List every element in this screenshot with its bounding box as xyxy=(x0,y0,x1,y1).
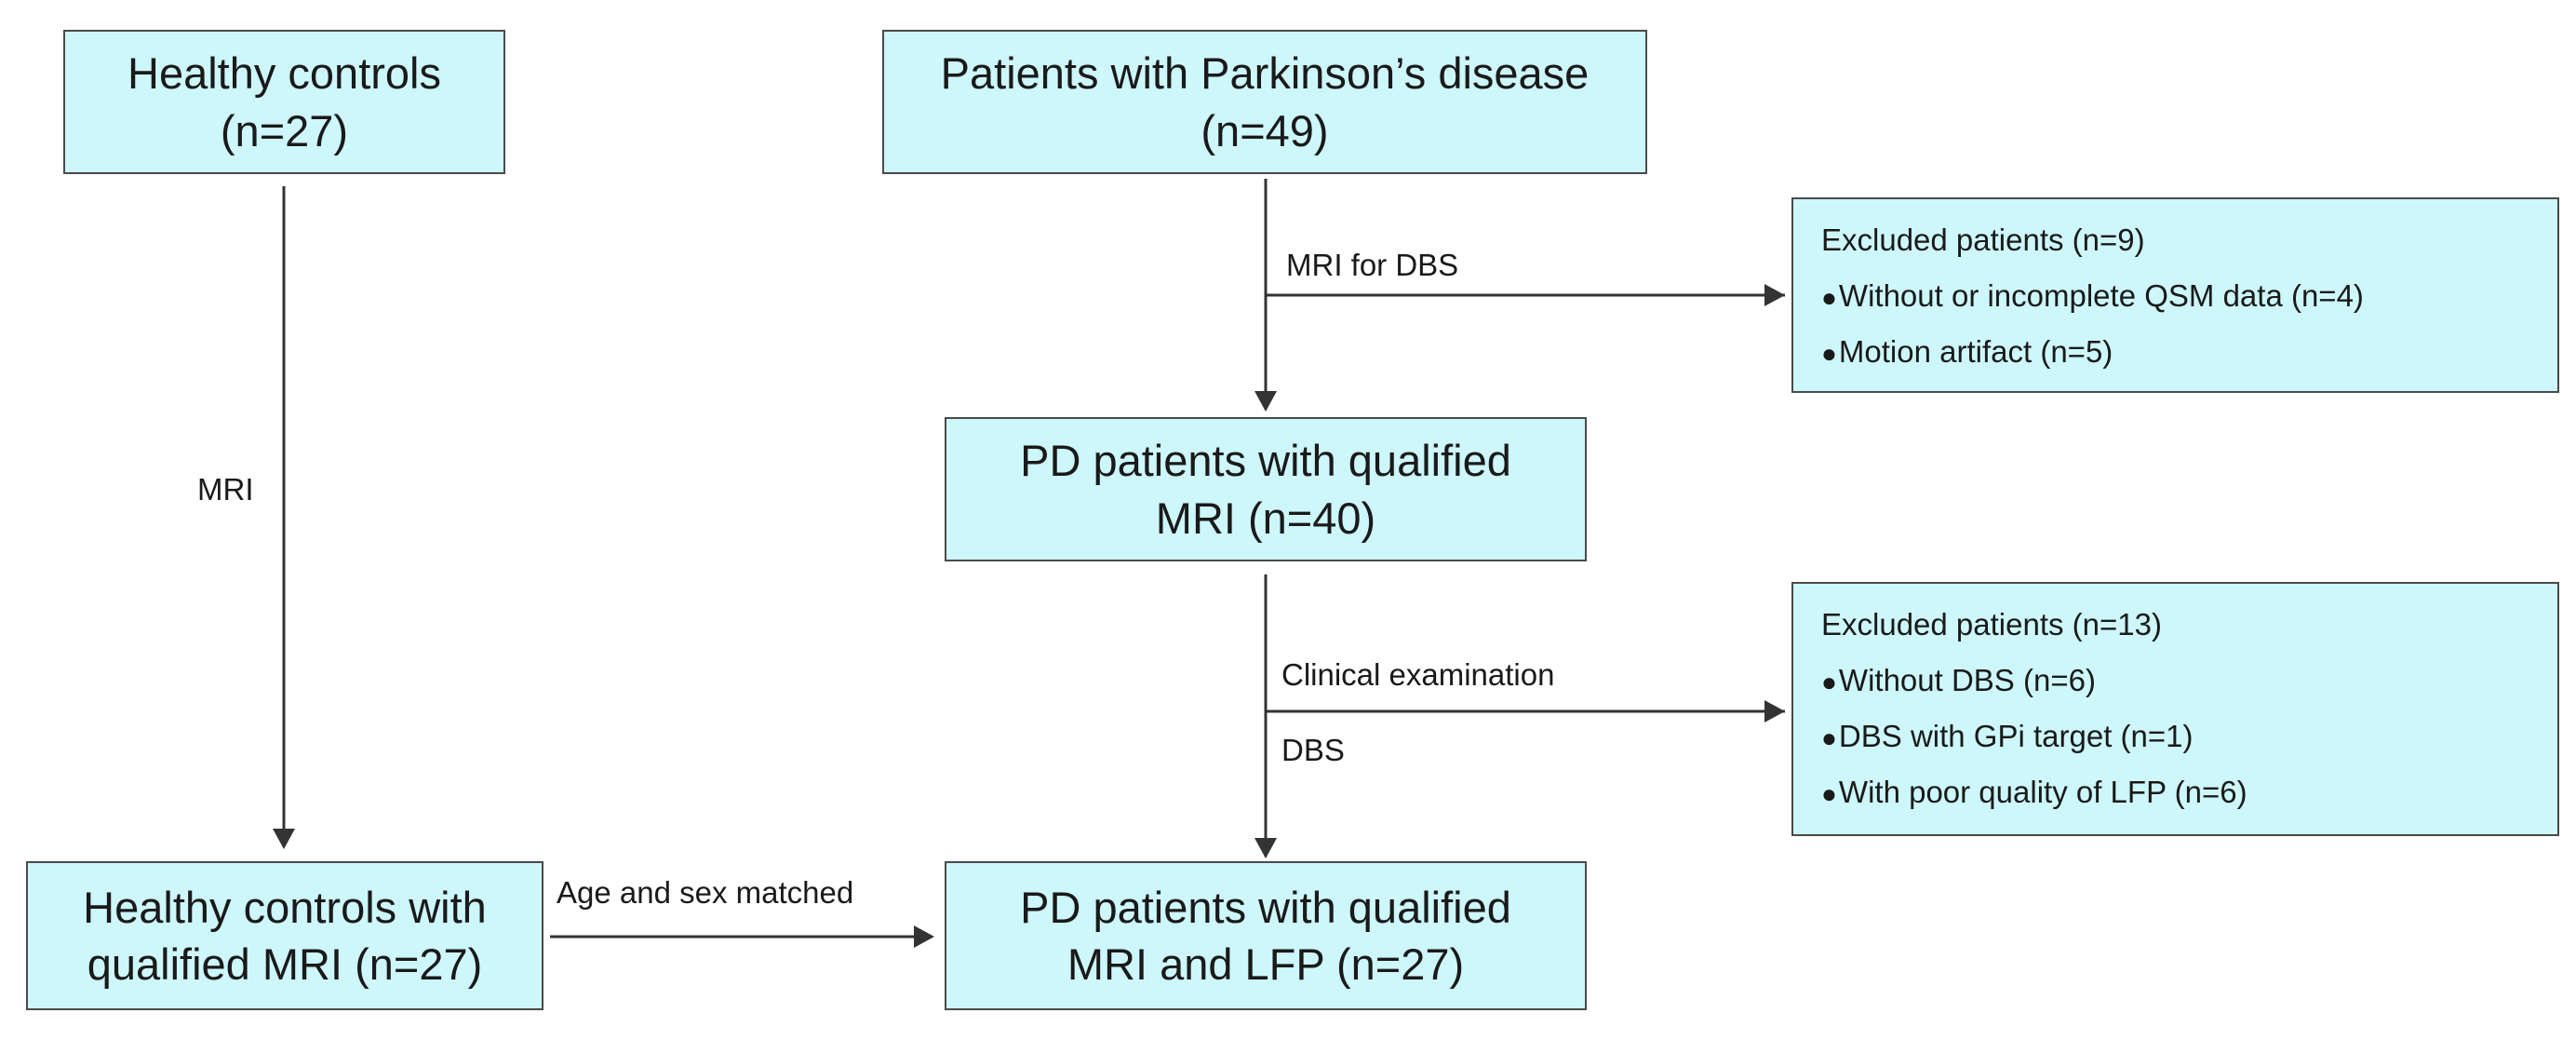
excluded-2-item: With poor quality of LFP (n=6) xyxy=(1821,764,2557,820)
pd-qualified-mri-lfp-line2: MRI and LFP (n=27) xyxy=(1067,939,1465,989)
pd-qualified-mri-line1: PD patients with qualified xyxy=(1020,436,1511,486)
arrowhead-pd-qualified xyxy=(1254,391,1277,412)
arrowhead-excluded-2 xyxy=(1764,700,1785,723)
pd-patients-box: Patients with Parkinson’s disease (n=49) xyxy=(882,30,1647,174)
healthy-qualified-box: Healthy controls with qualified MRI (n=2… xyxy=(26,861,543,1010)
excluded-patients-box-1: Excluded patients (n=9) Without or incom… xyxy=(1791,197,2559,393)
edge-label-age-sex-matched: Age and sex matched xyxy=(557,875,854,910)
excluded-2-title: Excluded patients (n=13) xyxy=(1821,607,2162,642)
pd-qualified-mri-lfp-box: PD patients with qualified MRI and LFP (… xyxy=(945,861,1587,1010)
arrowhead-excluded-1 xyxy=(1764,284,1785,306)
edge-label-mri-for-dbs: MRI for DBS xyxy=(1286,248,1459,282)
arrowhead-healthy xyxy=(273,829,295,849)
edge-label-mri: MRI xyxy=(197,472,254,506)
excluded-patients-box-2: Excluded patients (n=13) Without DBS (n=… xyxy=(1791,582,2559,836)
excluded-2-item: Without DBS (n=6) xyxy=(1821,653,2557,709)
pd-qualified-mri-box: PD patients with qualified MRI (n=40) xyxy=(945,417,1587,561)
edge-label-clinical-examination: Clinical examination xyxy=(1281,657,1555,692)
edge-label-dbs: DBS xyxy=(1281,733,1345,767)
healthy-controls-line1: Healthy controls xyxy=(127,48,441,99)
pd-qualified-mri-line2: MRI (n=40) xyxy=(1155,493,1376,543)
arrowhead-final xyxy=(1254,838,1277,858)
healthy-controls-line2: (n=27) xyxy=(220,105,349,155)
healthy-qualified-line1: Healthy controls with xyxy=(83,882,487,932)
pd-qualified-mri-lfp-line1: PD patients with qualified xyxy=(1020,882,1511,932)
excluded-1-item: Motion artifact (n=5) xyxy=(1821,324,2557,380)
healthy-controls-box: Healthy controls (n=27) xyxy=(63,30,505,174)
excluded-2-item: DBS with GPi target (n=1) xyxy=(1821,709,2557,764)
pd-patients-line1: Patients with Parkinson’s disease xyxy=(940,48,1590,99)
excluded-1-title: Excluded patients (n=9) xyxy=(1821,223,2145,257)
arrowhead-matched xyxy=(914,925,934,948)
pd-patients-line2: (n=49) xyxy=(1201,105,1329,155)
healthy-qualified-line2: qualified MRI (n=27) xyxy=(87,939,483,989)
excluded-1-item: Without or incomplete QSM data (n=4) xyxy=(1821,268,2557,324)
